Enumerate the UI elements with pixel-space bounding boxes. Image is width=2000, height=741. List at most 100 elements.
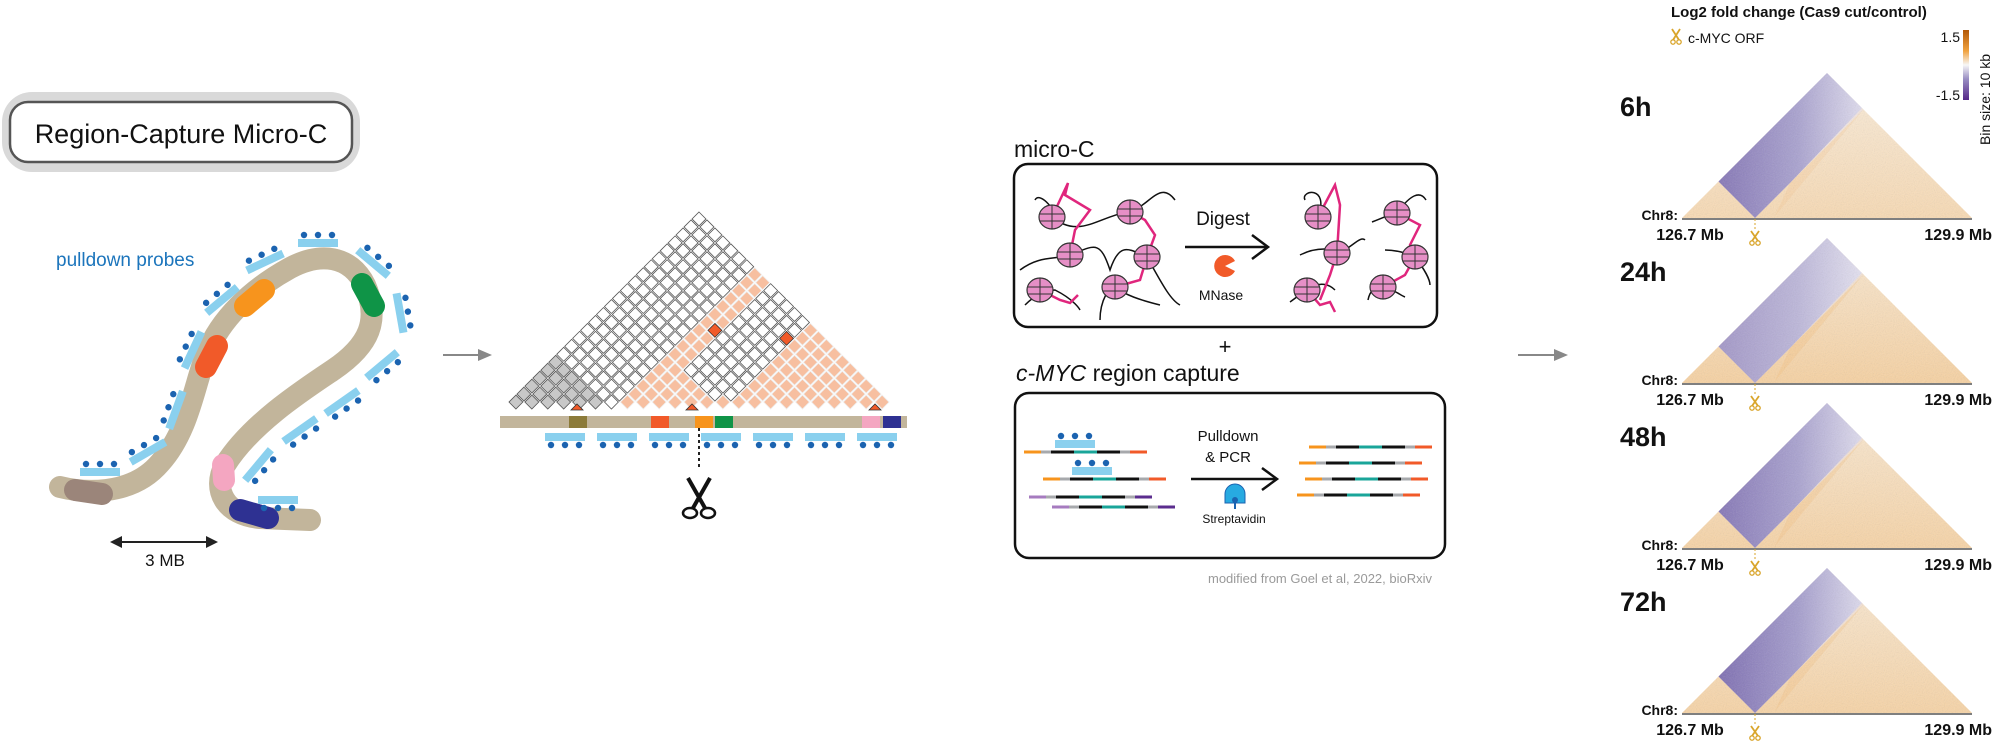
arrow-right-icon	[1191, 466, 1280, 492]
contact-cell	[794, 314, 811, 330]
read-segment	[1297, 493, 1314, 497]
contact-cell	[739, 386, 755, 402]
read-segment	[1029, 495, 1046, 499]
contact-cell	[850, 370, 866, 386]
sequencing-read	[1052, 505, 1175, 509]
probe-dot	[274, 504, 282, 512]
arrow-right-icon	[1518, 349, 1568, 361]
contact-cell	[635, 267, 651, 283]
probe-dot	[160, 417, 167, 424]
axis-end-label: 129.9 Mb	[1924, 557, 1992, 574]
contact-cell	[723, 259, 739, 275]
locus-navy	[883, 416, 901, 428]
contact-cell	[715, 235, 731, 251]
contact-cell	[715, 251, 731, 267]
probe-dot	[343, 405, 350, 412]
probe-body	[80, 468, 120, 476]
read-segment	[1070, 477, 1093, 481]
probe-dot	[251, 477, 259, 485]
probe-dot	[96, 460, 104, 468]
bin-size-label: Bin size: 10 kb	[1977, 54, 1993, 145]
contact-cell	[675, 306, 691, 323]
read-segment	[1158, 505, 1175, 509]
contact-cell	[619, 314, 635, 330]
contact-cell	[619, 394, 635, 410]
contact-cell	[731, 362, 747, 378]
contact-cell	[763, 314, 779, 330]
probe-dot	[188, 330, 195, 338]
contact-cell	[786, 354, 803, 370]
read-segment	[1403, 493, 1420, 497]
probe-dot	[170, 390, 177, 398]
sequencing-read	[1305, 477, 1428, 481]
contact-cell	[635, 330, 651, 346]
probe-body	[128, 438, 168, 466]
contact-cell	[699, 219, 715, 235]
probe-dot	[213, 290, 221, 298]
contact-cell	[699, 267, 715, 283]
digest-label: Digest	[1196, 209, 1251, 230]
contact-cell	[659, 338, 675, 354]
probe-dot	[128, 448, 136, 456]
axis-start-label: 126.7 Mb	[1656, 722, 1724, 739]
contact-cell	[667, 235, 683, 251]
contact-cell	[731, 330, 747, 346]
contact-cell	[580, 338, 596, 354]
contact-cell	[715, 283, 731, 299]
plus-sign: +	[1219, 334, 1232, 359]
contact-cell	[715, 394, 731, 410]
contact-cell	[683, 378, 699, 394]
probe-body	[242, 447, 274, 483]
read-segment	[1056, 495, 1079, 499]
read-segment	[1324, 493, 1347, 497]
scissors-handle	[1755, 735, 1761, 741]
heatmap-texture	[1682, 568, 1972, 713]
probe-dot	[1088, 459, 1096, 467]
contact-cell	[826, 394, 842, 410]
read-segment	[1309, 445, 1326, 449]
contact-cell	[595, 386, 612, 402]
contact-cell	[627, 370, 643, 386]
contact-cell	[532, 386, 548, 402]
probe-dot	[1074, 459, 1082, 467]
probe-body	[545, 433, 585, 441]
read-segment	[1349, 461, 1372, 465]
locus-pink	[862, 416, 880, 428]
probe-icon	[281, 415, 320, 448]
contact-cell	[540, 394, 556, 410]
contact-cell	[707, 370, 723, 386]
scissors-icon	[1749, 230, 1761, 246]
probe-body	[180, 330, 206, 370]
contact-cell	[747, 362, 763, 378]
probe-dot	[373, 376, 380, 384]
contact-cell	[747, 314, 763, 330]
probe-icon	[545, 433, 585, 449]
read-segment	[1024, 450, 1041, 454]
probe-dot	[165, 404, 172, 411]
contact-cell	[818, 370, 834, 386]
contact-cell	[794, 378, 811, 394]
contact-cell	[643, 386, 659, 402]
read-segment	[1043, 477, 1060, 481]
probe-body	[753, 433, 793, 441]
contact-cell	[540, 378, 556, 394]
contact-cell	[715, 378, 731, 394]
contact-cell	[667, 298, 683, 315]
contact-cell	[659, 243, 675, 259]
locus-green	[715, 416, 733, 428]
contact-cell	[683, 219, 699, 235]
read-segment	[1382, 445, 1405, 449]
contact-cell	[707, 322, 723, 338]
contact-cell	[651, 378, 667, 394]
contact-cell	[675, 259, 691, 275]
contact-cell	[683, 330, 699, 346]
read-segment	[1336, 445, 1359, 449]
read-segment	[1332, 477, 1355, 481]
contact-cell	[763, 362, 779, 378]
probe-icon	[202, 281, 240, 316]
probe-dot	[354, 397, 362, 404]
read-segment	[1372, 461, 1395, 465]
contact-cell	[771, 338, 787, 354]
contact-cell	[643, 275, 659, 291]
